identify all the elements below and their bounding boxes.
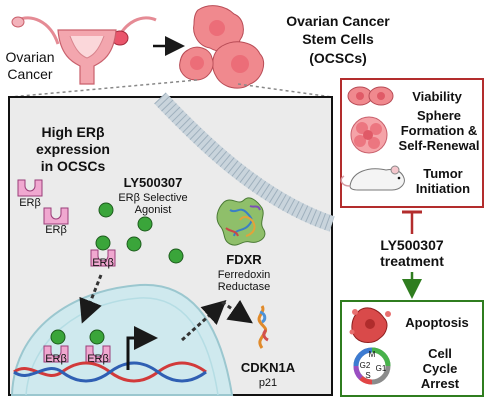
- tumorsphere-icon: [350, 116, 388, 154]
- arrest-label-3: Arrest: [421, 376, 460, 391]
- uterus-icon: [11, 16, 157, 85]
- erb-receptor-label-dna-2: ERβ: [87, 353, 109, 365]
- cancer-stem-cells-icon: [179, 5, 265, 89]
- cell-cycle-icon: [353, 347, 391, 385]
- sphere-label-1: Sphere: [417, 108, 461, 123]
- target-arrow-branch: [221, 299, 253, 324]
- transcription-arrow: [126, 326, 158, 370]
- treatment-label-1: LY500307: [380, 237, 444, 253]
- treatment-label-2: treatment: [380, 253, 444, 269]
- dna-helix: [13, 361, 207, 383]
- erb-receptor-label-dna-1: ERβ: [45, 353, 67, 365]
- mouse-icon: [340, 165, 405, 191]
- agonist-molecule-2: [137, 216, 153, 232]
- expression-label-3: in OCSCs: [41, 158, 106, 174]
- fdxr-protein-icon: [216, 197, 266, 246]
- zoom-line-left: [9, 79, 198, 98]
- ovarian-cancer-label-2: Cancer: [7, 66, 52, 82]
- agonist-bound-dna-1: [50, 329, 66, 345]
- drug-desc-2: Agonist: [135, 204, 172, 216]
- sphere-label-3: Self-Renewal: [399, 138, 480, 153]
- inhibition-arrow: [402, 210, 422, 234]
- p21-protein-icon: [257, 305, 269, 349]
- ocsc-mechanism-panel: [8, 92, 335, 396]
- expression-label-1: High ERβ: [42, 124, 105, 140]
- arrest-label-2: Cycle: [423, 361, 458, 376]
- fdxr-desc-2: Reductase: [218, 281, 271, 293]
- fdxr-desc-1: Ferredoxin: [218, 269, 271, 281]
- agonist-molecule-3: [126, 236, 142, 252]
- ovarian-cancer-label-1: Ovarian: [5, 49, 54, 65]
- cycle-phase-m: M: [369, 350, 376, 359]
- cycle-phase-s: S: [365, 371, 370, 380]
- agonist-molecule-4: [168, 248, 184, 264]
- ocsc-title-2: Stem Cells: [302, 31, 374, 47]
- viability-label: Viability: [412, 89, 462, 104]
- apoptosis-label: Apoptosis: [405, 315, 469, 330]
- sphere-label-2: Formation &: [401, 123, 478, 138]
- target-arrow: [180, 299, 227, 342]
- erb-receptor-label-2: ERβ: [45, 224, 67, 236]
- expression-label-2: expression: [36, 141, 110, 157]
- cycle-phase-g2: G2: [360, 361, 371, 370]
- translocation-arrow: [79, 274, 103, 324]
- ocsc-title-3: (OCSCs): [309, 50, 367, 66]
- drug-name: LY500307: [124, 175, 183, 190]
- agonist-bound-dna-2: [89, 329, 105, 345]
- cycle-phase-g1: G1: [376, 364, 387, 373]
- dividing-cell-icon: [347, 86, 394, 106]
- tumor-label-2: Initiation: [416, 181, 470, 196]
- agonist-bound: [95, 235, 111, 251]
- apoptotic-cell-icon: [349, 307, 391, 343]
- erb-receptor-label-3: ERβ: [92, 257, 114, 269]
- cdkn1a-desc: p21: [259, 377, 277, 389]
- fdxr-name: FDXR: [226, 252, 262, 267]
- erb-receptor-label-1: ERβ: [19, 197, 41, 209]
- drug-desc-1: ERβ Selective: [118, 192, 187, 204]
- tumor-label-1: Tumor: [423, 166, 462, 181]
- agonist-molecule-1: [98, 202, 114, 218]
- ocsc-title-1: Ovarian Cancer: [286, 13, 390, 29]
- arrest-label-1: Cell: [428, 346, 452, 361]
- cdkn1a-name: CDKN1A: [241, 360, 296, 375]
- zoom-line-right: [237, 83, 333, 98]
